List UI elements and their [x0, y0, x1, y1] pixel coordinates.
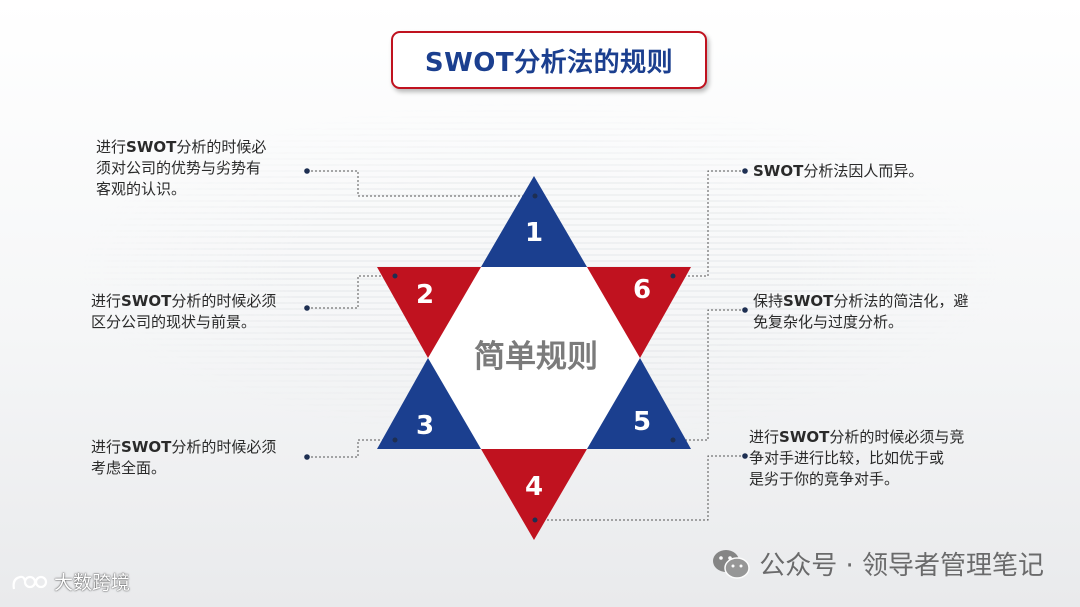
- note-2: 进行SWOT分析的时候必须 区分公司的现状与前景。: [91, 291, 303, 333]
- connector-2: [307, 275, 395, 309]
- dot-triangle-5: [670, 437, 676, 443]
- triangle-2: [377, 267, 481, 358]
- connector-3: [307, 439, 395, 458]
- connector-lines: [307, 170, 745, 521]
- note-6-line1-pre: 进行: [749, 428, 780, 446]
- note-6-line2: 争对手进行比较，比如优于或: [749, 449, 945, 467]
- note-2-line1-bold: SWOT: [121, 292, 172, 310]
- note-2-line1-pre: 进行: [91, 292, 122, 310]
- triangle-number-6: 6: [633, 275, 651, 305]
- connector-6: [535, 455, 745, 521]
- note-3-line1-pre: 进行: [91, 438, 122, 456]
- note-3-line2: 考虑全面。: [91, 459, 167, 477]
- triangle-number-3: 3: [416, 411, 434, 441]
- triangle-4: [481, 449, 587, 540]
- triangle-6: [587, 267, 691, 358]
- wechat-icon: [713, 549, 750, 579]
- triangle-number-4: 4: [525, 472, 543, 502]
- dot-note-2: [304, 305, 310, 311]
- note-2-line1-post: 分析的时候必须: [171, 292, 277, 310]
- dot-triangle-3: [392, 437, 398, 443]
- dot-triangle-1: [532, 193, 538, 199]
- dot-triangle-4: [532, 517, 538, 523]
- connector-1: [307, 170, 535, 197]
- note-1: 进行SWOT分析的时候必 须对公司的优势与劣势有 客观的认识。: [96, 137, 304, 200]
- dot-note-3: [304, 454, 310, 460]
- note-1-line1-pre: 进行: [96, 138, 127, 156]
- dot-note-6: [742, 453, 748, 459]
- dot-note-5: [742, 307, 748, 313]
- title-box: SWOT分析法的规则: [391, 31, 707, 89]
- triangle-number-5: 5: [633, 407, 651, 437]
- dot-note-1: [304, 168, 310, 174]
- note-5-line1-post: 分析法的简洁化，避: [833, 292, 969, 310]
- page-title: SWOT分析法的规则: [424, 47, 674, 78]
- note-4-line1-post: 分析法因人而异。: [803, 162, 924, 180]
- triangle-number-1: 1: [525, 218, 543, 248]
- note-1-line1-bold: SWOT: [126, 138, 177, 156]
- note-3: 进行SWOT分析的时候必须 考虑全面。: [91, 437, 303, 479]
- note-3-line1-bold: SWOT: [121, 438, 172, 456]
- note-1-line1-post: 分析的时候必: [176, 138, 267, 156]
- triangle-3: [377, 358, 481, 449]
- wechat-watermark: 公众号 · 领导者管理笔记: [711, 545, 1044, 582]
- note-5: 保持SWOT分析法的简洁化，避 免复杂化与过度分析。: [753, 291, 1003, 333]
- center-hexagon: [428, 267, 640, 449]
- note-6: 进行SWOT分析的时候必须与竞 争对手进行比较，比如优于或 是劣于你的竞争对手。: [749, 427, 1011, 490]
- watermark-text: 公众号 · 领导者管理笔记: [759, 551, 1044, 581]
- corner-logo-text: 大数跨境: [54, 572, 131, 594]
- note-2-line2: 区分公司的现状与前景。: [91, 313, 257, 331]
- connector-4: [673, 170, 745, 277]
- connector-dots: [304, 168, 748, 523]
- corner-logo: 大数跨境: [10, 568, 130, 595]
- connector-5: [673, 309, 745, 441]
- center-label: 简单规则: [474, 339, 598, 375]
- note-3-line1-post: 分析的时候必须: [171, 438, 277, 456]
- dot-triangle-6: [670, 273, 676, 279]
- dot-note-4: [742, 168, 748, 174]
- note-5-line1-pre: 保持: [753, 292, 784, 310]
- triangle-1: [481, 176, 587, 267]
- note-4-line1-bold: SWOT: [753, 162, 804, 180]
- note-6-line3: 是劣于你的竞争对手。: [749, 470, 900, 488]
- note-6-line1-bold: SWOT: [779, 428, 830, 446]
- triangle-5: [587, 358, 691, 449]
- note-1-line2: 须对公司的优势与劣势有: [96, 159, 262, 177]
- note-6-line1-post: 分析的时候必须与竞: [829, 428, 965, 446]
- logo-icon: [12, 575, 48, 589]
- note-5-line1-bold: SWOT: [783, 292, 834, 310]
- note-1-line3: 客观的认识。: [96, 180, 187, 198]
- note-5-line2: 免复杂化与过度分析。: [753, 313, 904, 331]
- dot-triangle-2: [392, 273, 398, 279]
- triangle-number-2: 2: [416, 280, 434, 310]
- note-4: SWOT分析法因人而异。: [753, 161, 993, 182]
